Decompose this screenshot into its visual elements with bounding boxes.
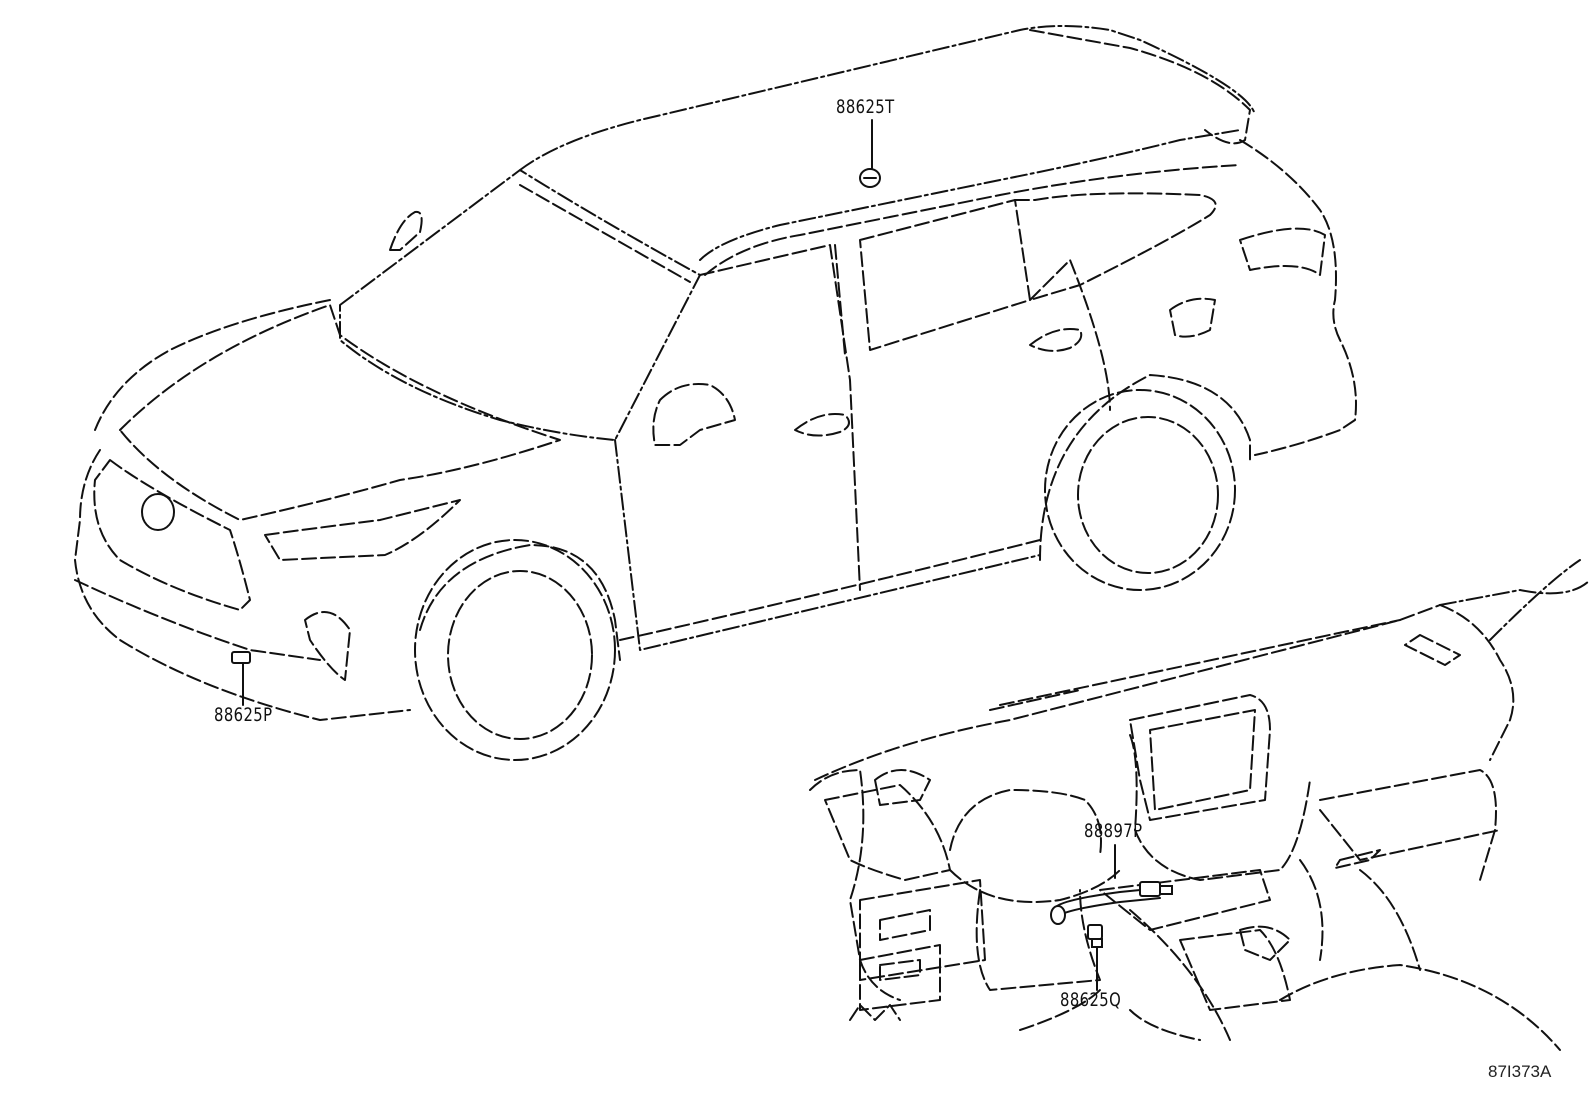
callout-dash-sensor: 88625Q [1060, 989, 1122, 1011]
diagram-id: 87I373A [1488, 1062, 1552, 1081]
front-sensor-part [231, 651, 251, 706]
harness-part [1050, 844, 1173, 925]
callout-front-sensor: 88625P [214, 704, 273, 726]
suv-body [74, 25, 1357, 761]
callout-harness: 88897P [1084, 820, 1143, 842]
callout-roof-sensor: 88625T [836, 96, 895, 118]
roof-sensor-part [859, 119, 881, 188]
dashboard-inset [809, 559, 1591, 1051]
dash-sensor-part [1087, 924, 1103, 991]
